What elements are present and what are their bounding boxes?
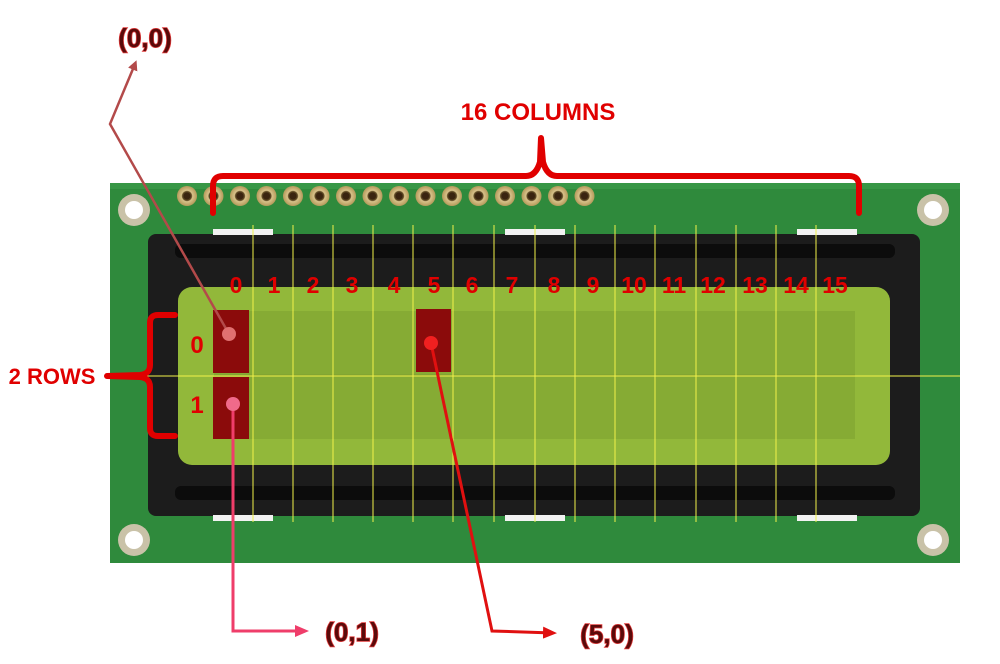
- header-pin-hole: [581, 192, 588, 200]
- header-pin-hole: [528, 192, 535, 200]
- coord-col5-label: (5,0): [580, 619, 633, 649]
- header-pin-hole: [501, 192, 509, 200]
- coord-origin-label: (0,0): [118, 23, 171, 53]
- mounting-holes: [118, 194, 949, 556]
- arrow-row1: [226, 397, 309, 637]
- column-number: 12: [700, 272, 726, 298]
- column-number: 5: [428, 272, 441, 298]
- column-number: 1: [268, 272, 281, 298]
- arrow-origin: [108, 60, 236, 341]
- column-number: 9: [587, 272, 600, 298]
- columns-label: 16 COLUMNS: [461, 99, 616, 126]
- header-pin-hole: [475, 192, 482, 200]
- column-number: 14: [783, 272, 809, 298]
- columns-brace: [210, 135, 862, 216]
- header-pin-hole: [554, 192, 562, 200]
- row-numbers: 01: [190, 332, 203, 419]
- arrow-col5: [424, 336, 557, 639]
- column-number: 3: [346, 272, 359, 298]
- rows-label: 2 ROWS: [9, 364, 96, 389]
- row-number: 1: [190, 392, 203, 419]
- column-number: 10: [621, 272, 647, 298]
- header-pin-hole: [316, 192, 323, 200]
- column-number: 4: [388, 272, 401, 298]
- pcb-highlight: [110, 183, 960, 189]
- header-pin-hole: [342, 192, 350, 200]
- column-number: 13: [742, 272, 768, 298]
- row-number: 0: [190, 332, 203, 359]
- header-pin-hole: [289, 192, 297, 200]
- column-number: 2: [307, 272, 320, 298]
- header-pin-hole: [369, 192, 376, 200]
- header-pin-hole: [183, 192, 191, 200]
- highlighted-cell: [213, 310, 249, 373]
- header-pin-hole: [395, 192, 403, 200]
- rows-brace: [104, 312, 178, 439]
- header-pin-hole: [448, 192, 456, 200]
- column-number: 15: [822, 272, 848, 298]
- coord-row1-label: (0,1): [325, 617, 378, 647]
- column-grid-lines: [252, 225, 817, 522]
- column-number: 6: [466, 272, 479, 298]
- column-number: 7: [506, 272, 519, 298]
- column-number: 8: [548, 272, 561, 298]
- header-pin-hole: [263, 192, 270, 200]
- column-number: 0: [230, 272, 243, 298]
- column-number: 11: [662, 272, 687, 298]
- header-pin-hole: [236, 192, 244, 200]
- header-pin-hole: [422, 192, 429, 200]
